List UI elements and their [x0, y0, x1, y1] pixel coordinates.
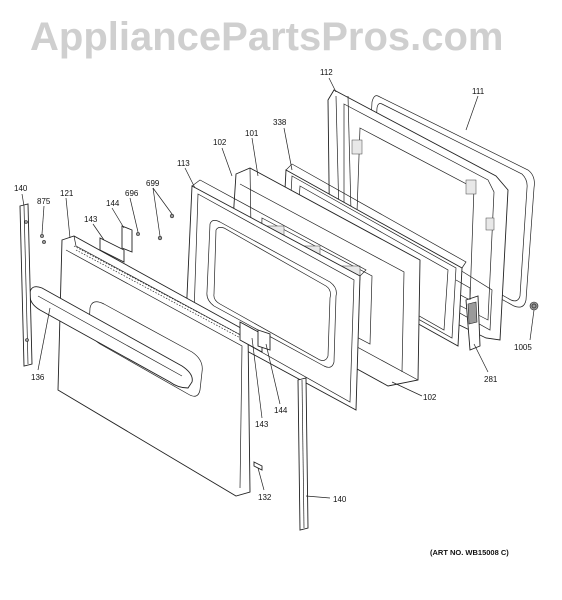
callout-140-bottom: 140: [333, 495, 347, 504]
watermark: AppliancePartsPros.com: [30, 15, 504, 59]
art-number: (ART NO. WB15008 C): [430, 548, 509, 557]
callout-875: 875: [37, 197, 51, 206]
callout-112: 112: [320, 68, 333, 77]
callout-144-lower: 144: [274, 406, 288, 415]
callout-338: 338: [273, 118, 287, 127]
callout-136: 136: [31, 373, 45, 382]
callout-143-top: 143: [84, 215, 98, 224]
part-132-clip: [253, 461, 263, 471]
part-111-gasket: [365, 95, 535, 308]
callout-140-left: 140: [14, 184, 28, 193]
callout-102-top: 102: [213, 138, 227, 147]
callout-1005: 1005: [514, 343, 532, 352]
part-140-side-trim-left: [19, 203, 33, 367]
callout-143-lower: 143: [255, 420, 269, 429]
callout-699: 699: [146, 179, 160, 188]
callout-144-top: 144: [106, 199, 120, 208]
callout-labels: 112 111 338 101 102 113 699 696 144 143 …: [14, 68, 532, 504]
part-281-hinge: [455, 279, 481, 351]
part-875-screws: [40, 234, 46, 244]
part-113-door-liner: [185, 179, 367, 411]
callout-113: 113: [177, 159, 190, 168]
part-143-144-bracket-top: [99, 225, 140, 263]
callout-111: 111: [472, 87, 485, 96]
callout-102-bottom: 102: [423, 393, 437, 402]
part-143-144-bracket-lower: [239, 321, 271, 353]
part-136-handle: [29, 286, 193, 389]
part-1005-screw: [529, 301, 539, 311]
callout-696: 696: [125, 189, 139, 198]
callout-101: 101: [245, 129, 259, 138]
leader-lines: [21, 77, 535, 499]
part-699-screw: [157, 213, 175, 241]
callout-132: 132: [258, 493, 272, 502]
part-140-side-trim-bottom: [297, 377, 309, 531]
callout-121: 121: [60, 189, 74, 198]
callout-281: 281: [484, 375, 498, 384]
